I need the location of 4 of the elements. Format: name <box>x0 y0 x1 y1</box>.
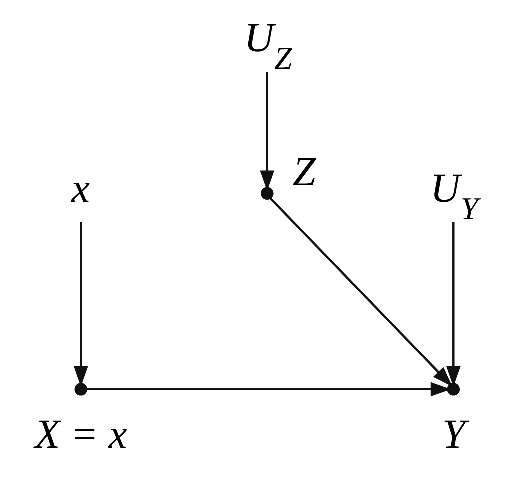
node-text: U$_{Z}$ <box>244 14 292 76</box>
node-text: x <box>71 165 90 212</box>
node-label: Z <box>292 148 316 194</box>
node-label: X = x <box>34 411 127 458</box>
